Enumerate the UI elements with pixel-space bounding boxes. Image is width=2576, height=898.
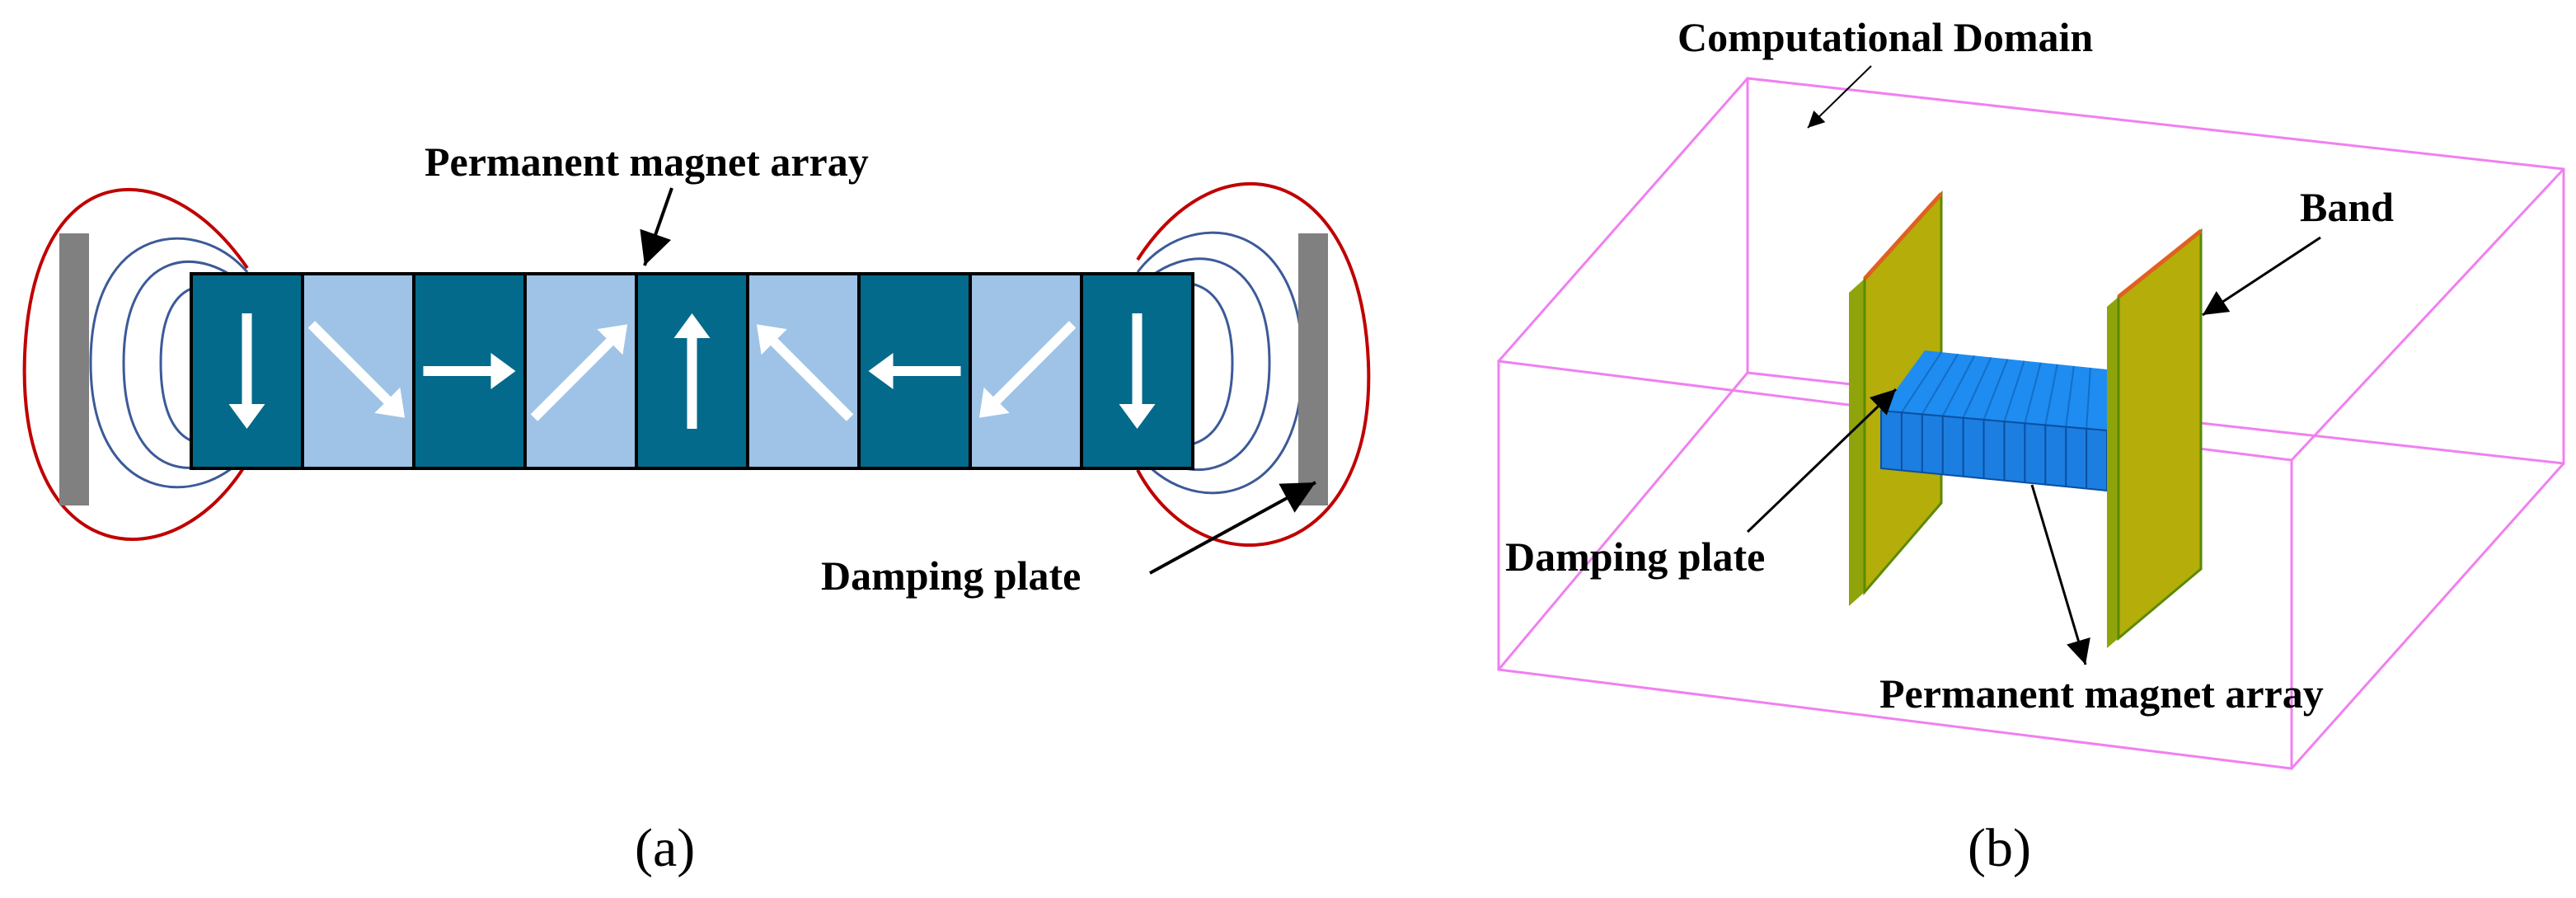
magnetization-arrow-down [1119, 313, 1156, 429]
magnetization-arrow-up-right [530, 324, 628, 421]
pointer-damping-plate-b [1746, 388, 1898, 534]
pointer-computational-domain [1807, 65, 1872, 129]
magnet-array-3d [1880, 350, 2108, 492]
magnet-array [190, 272, 1194, 470]
label-band: Band [2300, 184, 2394, 230]
pointer-magnet-array-a [640, 187, 673, 266]
damping-plate-right [1298, 233, 1328, 505]
magnetization-arrow-down-right [307, 321, 406, 418]
magnet-segment-line [2044, 364, 2058, 425]
label-magnet-array-a: Permanent magnet array [425, 139, 869, 185]
pointer-damping-plate-a [1149, 481, 1316, 575]
magnetization-arrow-right [423, 353, 516, 389]
label-damping-plate-a: Damping plate [821, 552, 1081, 599]
magnet-segment-line [2086, 367, 2091, 429]
caption-b: (b) [1968, 818, 2031, 878]
magnet-segment-line [2065, 365, 2075, 427]
pointer-band [2202, 236, 2321, 317]
magnetization-arrow-up [673, 313, 711, 429]
field-line-outer-left [22, 188, 249, 541]
panel-b: Computational Domain Band Damping plate … [1497, 14, 2565, 878]
label-magnet-array-b: Permanent magnet array [1879, 670, 2324, 717]
caption-a: (a) [635, 818, 695, 878]
magnet-segment-line [1941, 355, 1976, 417]
magnet-segment-line [1921, 353, 1959, 415]
magnetization-arrow-up-left [756, 324, 854, 421]
magnet-segment-line [1982, 359, 2009, 421]
damping-plate-left [59, 233, 89, 505]
damping-plate-3d-right [2107, 228, 2203, 648]
pointer-magnet-array-b [2030, 484, 2090, 665]
magnet-segment-line [1962, 356, 1992, 419]
magnetization-arrow-left [868, 353, 961, 389]
magnet-segment-line [2003, 360, 2025, 422]
label-computational-domain: Computational Domain [1677, 14, 2093, 60]
magnetization-arrow-down-left [978, 321, 1077, 418]
panel-a: Permanent magnet array Damping plate (a) [22, 139, 1371, 878]
field-line-outer-right [1136, 181, 1371, 547]
magnetization-arrow-down [228, 313, 265, 429]
label-damping-plate-b: Damping plate [1505, 534, 1765, 580]
magnet-segment-line [2024, 362, 2042, 424]
field-line-inner-left [89, 237, 249, 489]
magnet-segment-line [1901, 351, 1942, 413]
magnet-block [301, 272, 415, 470]
